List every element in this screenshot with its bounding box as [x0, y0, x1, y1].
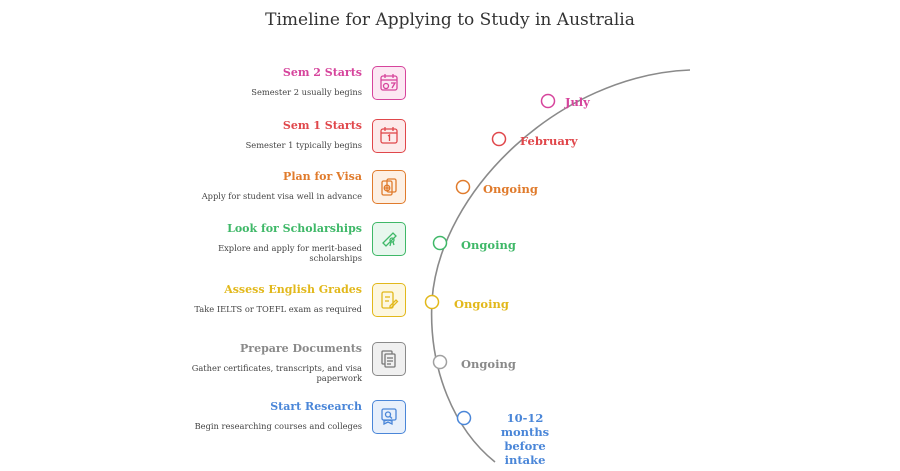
timeline-node [424, 294, 440, 310]
step-description: Begin researching courses and colleges [194, 421, 362, 431]
step-description: Apply for student visa well in advance [201, 191, 362, 201]
timeline-node [455, 179, 471, 195]
step-title: Plan for Visa [283, 170, 362, 183]
documents-icon [372, 342, 406, 376]
step-title: Start Research [270, 400, 362, 413]
passport-icon [372, 170, 406, 204]
timeline-label: July [565, 95, 590, 109]
calendar-gear-icon [372, 66, 406, 100]
timeline-node [491, 131, 507, 147]
timeline-label: Ongoing [461, 238, 516, 252]
diagram-title: Timeline for Applying to Study in Austra… [265, 10, 635, 30]
step-description: Semester 1 typically begins [245, 140, 362, 150]
step-prepare-documents: Prepare Documents Gather certificates, t… [192, 340, 406, 383]
timeline-label: Ongoing [483, 182, 538, 196]
step-title: Sem 2 Starts [282, 66, 362, 79]
research-icon [372, 400, 406, 434]
step-title: Assess English Grades [224, 283, 362, 296]
timeline-node [456, 410, 472, 426]
step-assess-english-grades: Assess English Grades Take IELTS or TOEF… [194, 281, 406, 321]
step-description: Gather certificates, transcripts, and vi… [191, 363, 362, 383]
timeline-label: February [520, 134, 578, 148]
step-look-for-scholarships: Look for Scholarships Explore and apply … [200, 220, 406, 263]
step-start-research: Start Research Begin researching courses… [195, 398, 406, 438]
step-sem-2-starts: Sem 2 Starts Semester 2 usually begins [200, 64, 406, 104]
step-title: Prepare Documents [240, 342, 362, 355]
calendar-icon [372, 119, 406, 153]
step-title: Sem 1 Starts [282, 119, 362, 132]
step-sem-1-starts: Sem 1 Starts Semester 1 typically begins [200, 117, 406, 157]
step-description: Take IELTS or TOEFL exam as required [194, 304, 362, 314]
diploma-icon [372, 222, 406, 256]
timeline-label: Ongoing [461, 357, 516, 371]
timeline-node [540, 93, 556, 109]
timeline-node [432, 354, 448, 370]
step-description: Semester 2 usually begins [251, 87, 362, 97]
step-title: Look for Scholarships [227, 222, 362, 235]
timeline-node [432, 235, 448, 251]
exam-icon [372, 283, 406, 317]
timeline-label: 10-12 months before intake [500, 411, 550, 467]
step-description: Explore and apply for merit-based schola… [218, 243, 362, 263]
timeline-label: Ongoing [454, 297, 509, 311]
step-plan-for-visa: Plan for Visa Apply for student visa wel… [200, 168, 406, 208]
